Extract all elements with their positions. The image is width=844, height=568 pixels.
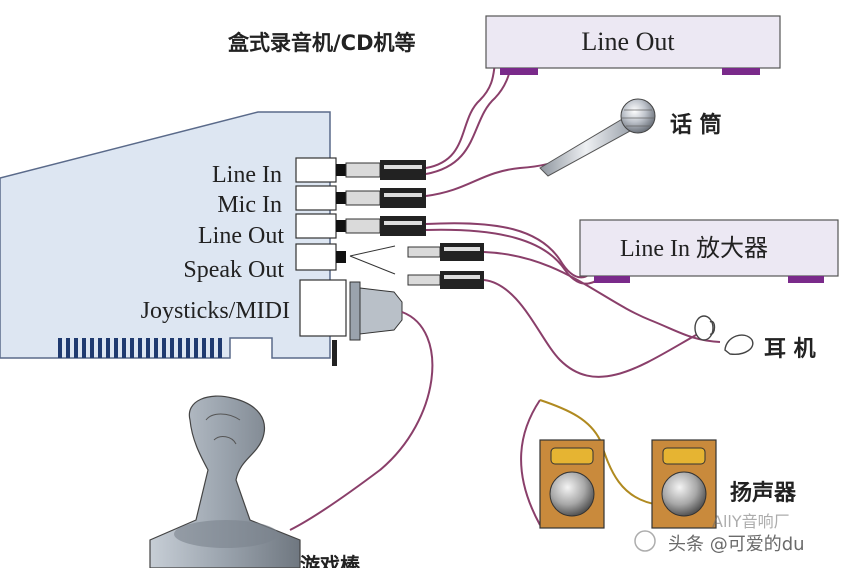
amplifier-device: Line In 放大器 [579, 219, 839, 283]
jack-mic-in [336, 192, 346, 204]
microphone-label: 话 筒 [670, 112, 722, 138]
line-out-device: Line Out [485, 15, 781, 75]
watermark: AllY音响厂 头条 @可爱的du [634, 512, 805, 555]
line-out-device-label: Line Out [581, 27, 675, 56]
joystick-connector [349, 281, 403, 341]
jack-line-in [336, 164, 346, 176]
port-mic-in-box [295, 185, 337, 211]
speakers-label: 扬声器 [730, 481, 797, 506]
plug-icon [345, 160, 484, 289]
speaker-icon [651, 439, 717, 529]
port-speak-out-box [295, 243, 337, 271]
jack-speak-out [336, 251, 346, 263]
port-label-line-out: Line Out [198, 223, 284, 249]
cd-player-label: 盒式录音机/CD机等 [228, 31, 416, 55]
port-label-speak-out: Speak Out [183, 257, 284, 283]
headphones-icon [694, 315, 754, 355]
jack-line-out [336, 220, 346, 232]
port-label-joystick-midi: Joysticks/MIDI [141, 298, 290, 324]
port-joystick-box [299, 279, 347, 337]
port-line-in-box [295, 157, 337, 183]
card-edge-connector [58, 338, 222, 358]
headphones-label: 耳 机 [764, 337, 816, 362]
port-label-mic-in: Mic In [217, 192, 282, 218]
watermark-chat-icon [634, 530, 656, 552]
amplifier-label: Line In 放大器 [620, 235, 768, 262]
port-label-line-in: Line In [212, 162, 282, 188]
watermark-credit: 头条 @可爱的du [668, 534, 805, 555]
microphone-icon [539, 98, 656, 177]
cables [289, 51, 721, 531]
joystick-icon [149, 395, 301, 568]
speaker-icon [539, 439, 605, 529]
card-bracket [332, 340, 337, 366]
joystick-label: 游戏棒 [300, 553, 361, 568]
watermark-partial: AllY音响厂 [712, 512, 790, 531]
sound-card: Line In Mic In Line Out Speak Out Joysti… [0, 111, 347, 366]
port-line-out-box [295, 213, 337, 239]
